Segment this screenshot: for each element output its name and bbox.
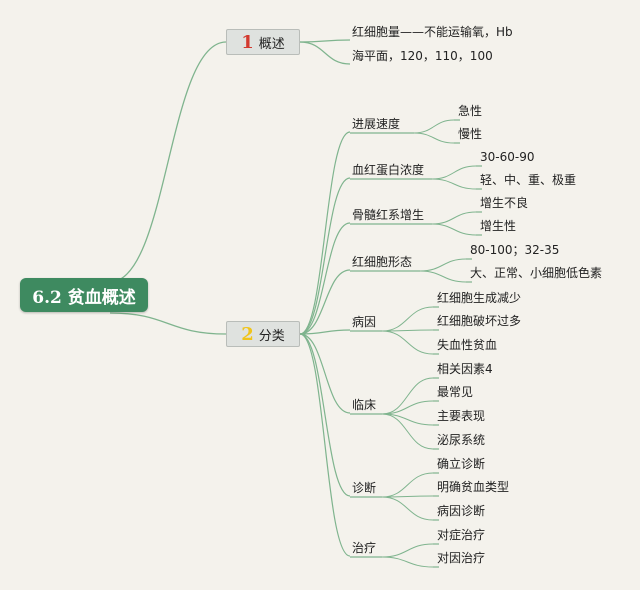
category-leaf[interactable]: 慢性 xyxy=(458,127,483,141)
category-leaf[interactable]: 病因诊断 xyxy=(437,504,486,518)
category-leaf[interactable]: 泌尿系统 xyxy=(437,433,486,447)
category-leaf[interactable]: 30-60-90 xyxy=(480,150,535,164)
category-leaf[interactable]: 大、正常、小细胞低色素 xyxy=(470,266,603,280)
connector-line xyxy=(381,377,434,415)
category-leaf[interactable]: 确立诊断 xyxy=(437,457,486,471)
category-leaf[interactable]: 增生性 xyxy=(480,219,517,233)
category-leaf[interactable]: 失血性贫血 xyxy=(437,338,498,352)
category-leaf[interactable]: 红细胞破坏过多 xyxy=(437,314,522,328)
connector-line xyxy=(431,178,477,190)
connector-line xyxy=(299,333,351,414)
category-leaf[interactable]: 对症治疗 xyxy=(437,528,486,542)
overview-leaf[interactable]: 海平面，120，110，100 xyxy=(352,49,493,63)
section-overview-node[interactable]: 1 概述 xyxy=(226,29,300,55)
connector-line xyxy=(413,132,455,144)
connector-line xyxy=(109,41,227,283)
section-title: 概述 xyxy=(258,36,285,52)
connector-line xyxy=(381,496,434,521)
category-leaf[interactable]: 轻、中、重、极重 xyxy=(480,173,577,187)
section-title: 分类 xyxy=(258,328,285,344)
section-number: 1 xyxy=(241,31,254,53)
root-label: 6.2 贫血概述 xyxy=(32,287,136,308)
connector-line xyxy=(299,269,351,335)
root-node[interactable]: 6.2 贫血概述 xyxy=(20,278,148,312)
category-leaf[interactable]: 急性 xyxy=(458,104,483,118)
category-leaf[interactable]: 明确贫血类型 xyxy=(437,480,510,494)
category-leaf[interactable]: 80-100；32-35 xyxy=(470,243,560,257)
category-leaf[interactable]: 对因治疗 xyxy=(437,551,486,565)
category-leaf[interactable]: 主要表现 xyxy=(437,409,486,423)
connector-line xyxy=(381,330,434,355)
category-node[interactable]: 临床 xyxy=(352,398,377,412)
category-node[interactable]: 红细胞形态 xyxy=(352,255,413,269)
connector-line xyxy=(299,333,351,557)
connector-line xyxy=(299,329,351,335)
connector-line xyxy=(299,222,351,335)
connector-line xyxy=(431,165,477,180)
connector-line xyxy=(419,270,467,283)
connector-line xyxy=(299,41,351,65)
category-node[interactable]: 治疗 xyxy=(352,541,377,555)
category-leaf[interactable]: 相关因素4 xyxy=(437,362,493,376)
connector-line xyxy=(299,131,351,335)
category-node[interactable]: 病因 xyxy=(352,315,377,329)
category-node[interactable]: 进展速度 xyxy=(352,117,401,131)
connector-line xyxy=(431,211,477,225)
connector-line xyxy=(431,223,477,236)
connector-line xyxy=(299,177,351,335)
section-number: 2 xyxy=(241,323,254,345)
connector-line xyxy=(419,258,467,272)
connector-line xyxy=(381,413,434,450)
section-classification-node[interactable]: 2 分类 xyxy=(226,321,300,347)
connector-line xyxy=(109,312,227,335)
overview-leaf[interactable]: 红细胞量——不能运输氧，Hb xyxy=(352,25,513,39)
category-node[interactable]: 血红蛋白浓度 xyxy=(352,163,425,177)
connector-line xyxy=(299,333,351,497)
category-node[interactable]: 诊断 xyxy=(352,481,377,495)
connector-line xyxy=(381,556,434,568)
connector-line xyxy=(381,400,434,415)
connector-line xyxy=(381,472,434,498)
category-leaf[interactable]: 最常见 xyxy=(437,385,474,399)
connector-line xyxy=(381,306,434,332)
category-node[interactable]: 骨髓红系增生 xyxy=(352,208,425,222)
connector-line xyxy=(299,39,351,43)
category-leaf[interactable]: 红细胞生成减少 xyxy=(437,291,522,305)
connector-line xyxy=(413,119,455,134)
category-leaf[interactable]: 增生不良 xyxy=(480,196,529,210)
connector-line xyxy=(381,543,434,558)
